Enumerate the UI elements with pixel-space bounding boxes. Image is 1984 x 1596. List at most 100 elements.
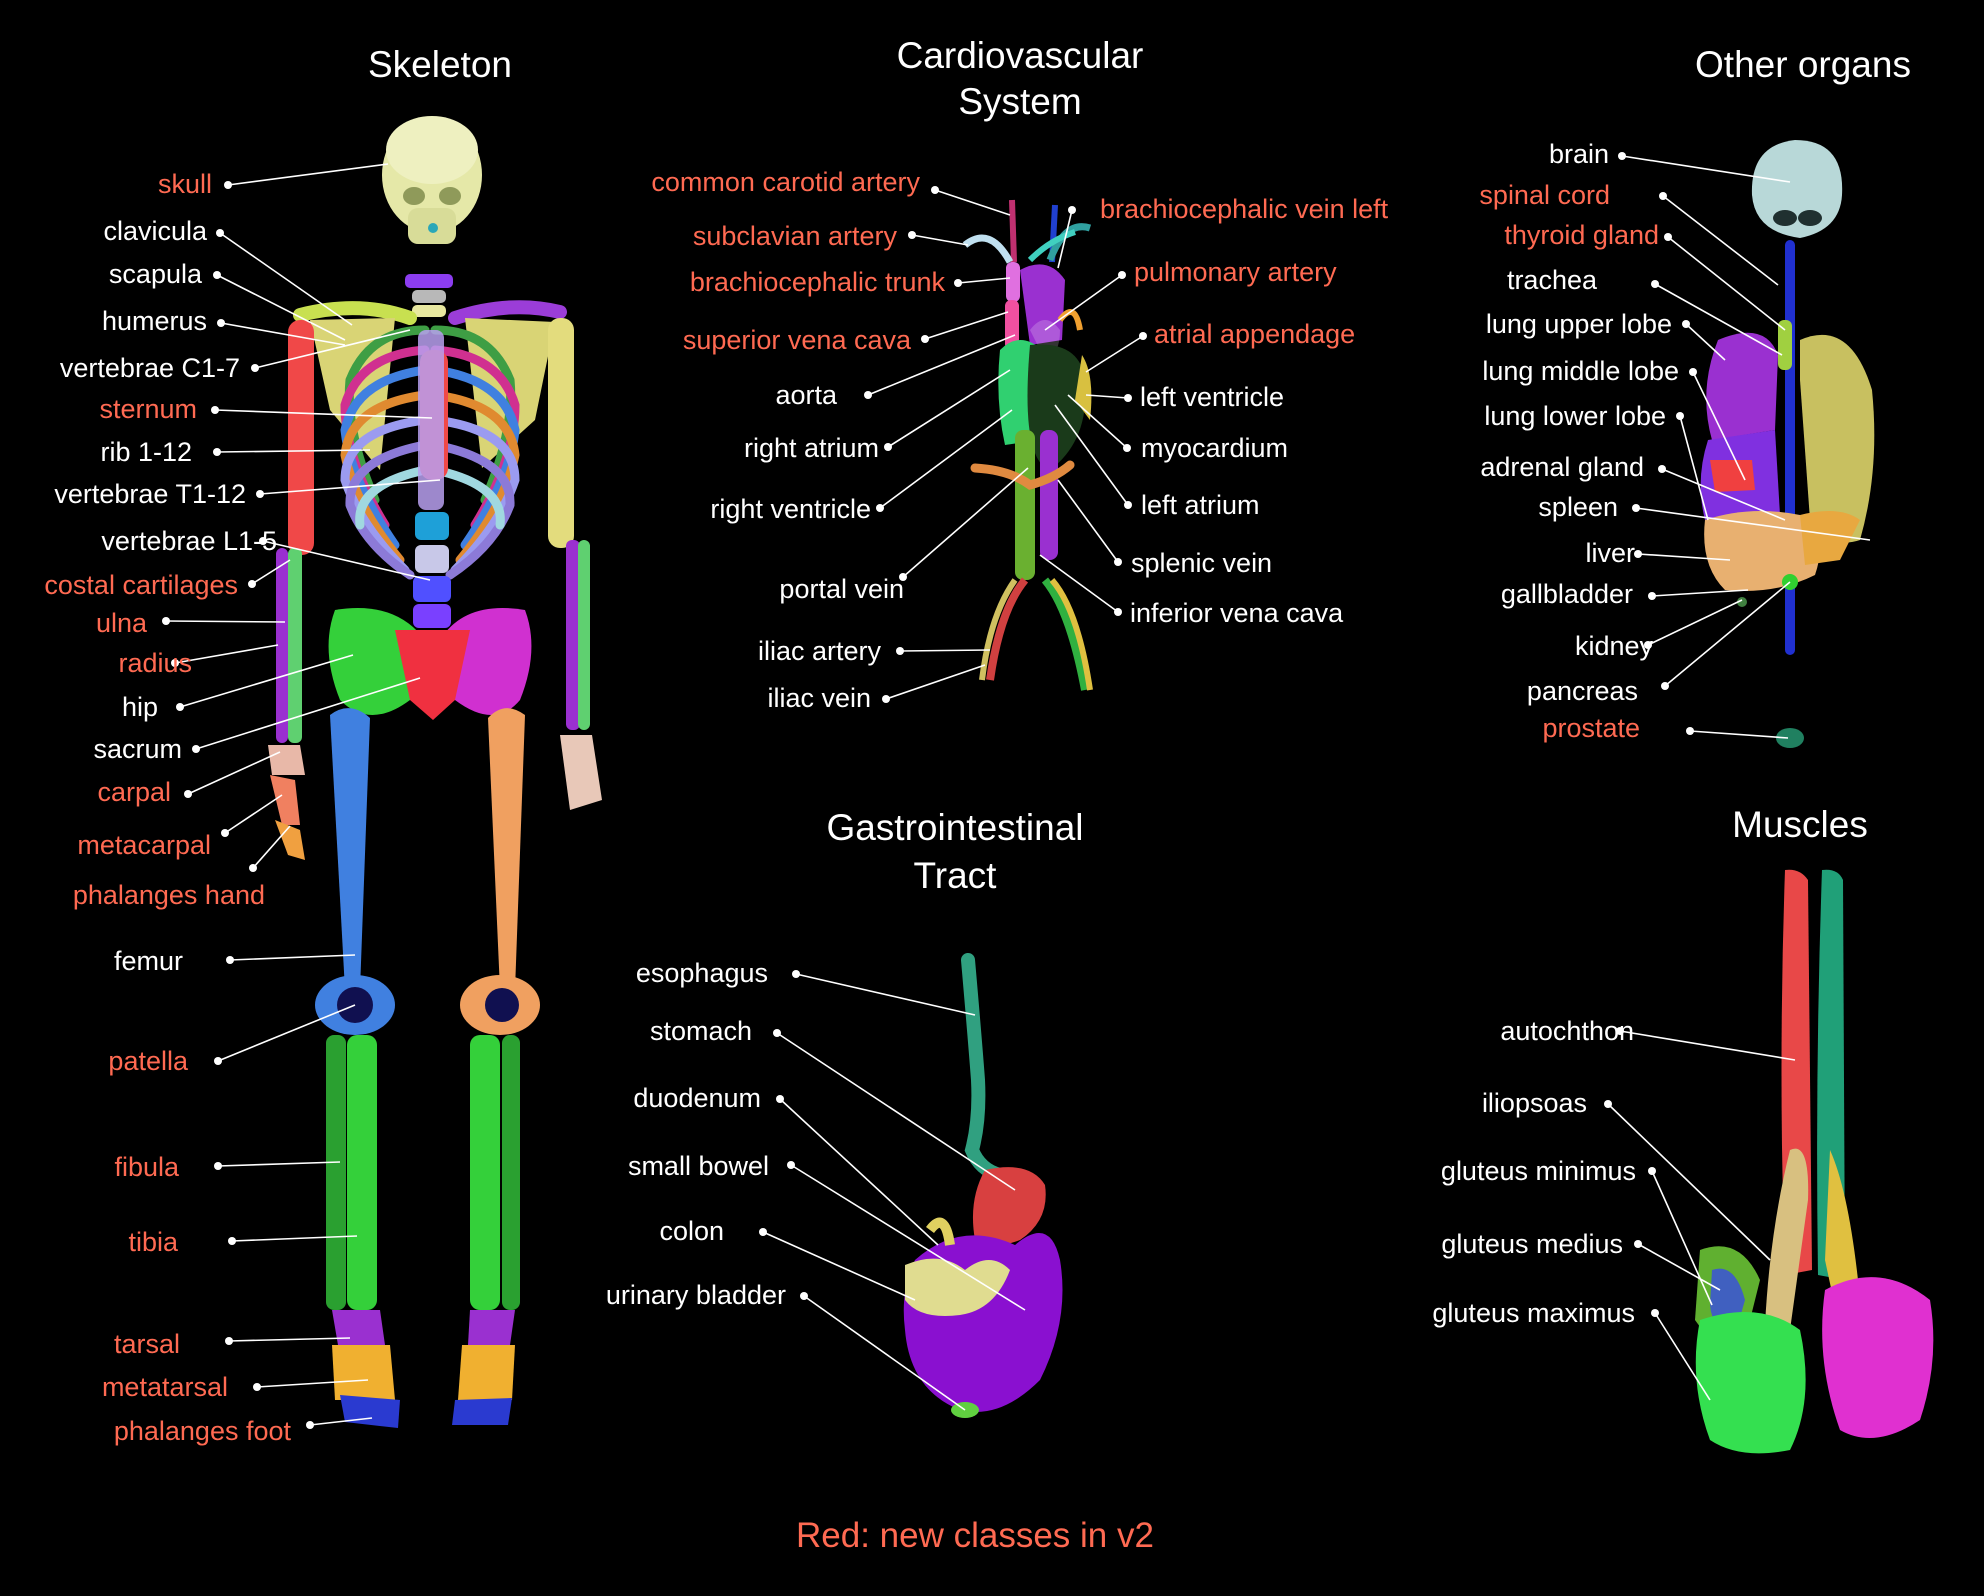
label-text: scapula (109, 259, 203, 289)
other-organs-illustration (1700, 140, 1875, 748)
leader-dot (1648, 592, 1656, 600)
leader-dot (776, 1095, 784, 1103)
skeleton-label-fibula: fibula (114, 1152, 341, 1182)
cardiovascular-label-pulmonary-artery: pulmonary artery (1044, 257, 1337, 331)
leader-dot (1651, 1309, 1659, 1317)
cardiovascular-label-splenic-vein: splenic vein (1057, 479, 1272, 578)
cardiovascular-label-superior-vena-cava: superior vena cava (683, 311, 1009, 355)
label-text: humerus (102, 306, 207, 336)
label-text: right atrium (744, 433, 879, 463)
other-organs-label-lung-middle-lobe: lung middle lobe (1482, 356, 1746, 481)
leader-line (1085, 394, 1129, 399)
leader-line (1689, 730, 1789, 739)
label-text: esophagus (636, 958, 768, 988)
leader-dot (225, 1337, 233, 1345)
skeleton-label-phalanges-hand: phalanges hand (73, 825, 291, 910)
cardiovascular-label-portal-vein: portal vein (779, 467, 1029, 604)
other-organs-label-gallbladder: gallbladder (1501, 579, 1749, 609)
label-text: femur (114, 946, 183, 976)
label-text: vertebrae C1-7 (60, 353, 240, 383)
gastrointestinal-label-esophagus: esophagus (636, 958, 976, 1016)
label-text: skull (158, 169, 212, 199)
leader-line (216, 274, 346, 341)
leader-line (224, 794, 283, 834)
leader-dot (192, 745, 200, 753)
leader-line (779, 1098, 939, 1246)
leader-line (1651, 589, 1749, 597)
cardiovascular-label-iliac-artery: iliac artery (758, 636, 991, 666)
leader-dot (908, 231, 916, 239)
leader-dot (226, 956, 234, 964)
leader-dot (773, 1029, 781, 1037)
leader-line (885, 664, 986, 700)
leader-line (1637, 553, 1731, 561)
leader-dot (224, 181, 232, 189)
gastrointestinal-label-colon: colon (659, 1216, 916, 1301)
label-text: common carotid artery (651, 167, 920, 197)
leader-line (227, 163, 389, 186)
label-text: iliopsoas (1482, 1088, 1587, 1118)
label-text: brachiocephalic vein left (1100, 194, 1389, 224)
leader-dot (1139, 332, 1147, 340)
leader-line (899, 649, 991, 652)
other-organs-label-liver: liver (1585, 538, 1731, 568)
label-text: trachea (1507, 265, 1598, 295)
skeleton-label-carpal: carpal (97, 751, 281, 807)
label-text: duodenum (633, 1083, 761, 1113)
gastrointestinal-label-stomach: stomach (650, 1016, 1016, 1191)
label-text: radius (118, 648, 192, 678)
leader-dot (1124, 394, 1132, 402)
leader-dot (228, 1237, 236, 1245)
skeleton-label-costal-cartilages: costal cartilages (44, 559, 291, 600)
label-text: lung lower lobe (1484, 401, 1666, 431)
leader-line (879, 409, 1013, 509)
other-organs-label-spleen: spleen (1538, 492, 1871, 541)
leader-line (251, 559, 291, 585)
leader-dot (251, 364, 259, 372)
other-organs-label-lung-upper-lobe: lung upper lobe (1486, 309, 1726, 361)
skeleton-label-ulna: ulna (96, 608, 286, 638)
skeleton-illustration (268, 116, 602, 1428)
leader-dot (1068, 206, 1076, 214)
label-text: gluteus maximus (1432, 1298, 1635, 1328)
cardiovascular-label-common-carotid-artery: common carotid artery (651, 167, 1011, 216)
gastrointestinal-illustration (903, 953, 1063, 1418)
leader-line (1039, 554, 1119, 613)
cardiovascular-title-line1: Cardiovascular (897, 35, 1144, 76)
leader-line (216, 449, 371, 453)
label-text: spleen (1538, 492, 1618, 522)
brain-shape (1751, 140, 1843, 238)
leader-dot (1114, 558, 1122, 566)
cardiovascular-label-left-ventricle: left ventricle (1085, 382, 1284, 412)
skeleton-label-sternum: sternum (99, 394, 433, 424)
skeleton-label-hip: hip (122, 654, 354, 722)
label-text: thyroid gland (1504, 220, 1659, 250)
leader-line (1054, 404, 1129, 506)
label-text: stomach (650, 1016, 752, 1046)
skeleton-label-metacarpal: metacarpal (77, 794, 283, 860)
label-text: urinary bladder (606, 1280, 786, 1310)
leader-line (214, 409, 433, 419)
leader-line (1654, 1312, 1711, 1401)
label-text: phalanges foot (114, 1416, 292, 1446)
leader-dot (1118, 271, 1126, 279)
muscles-label-gluteus-minimus: gluteus minimus (1441, 1156, 1713, 1306)
label-text: pulmonary artery (1134, 257, 1337, 287)
leader-dot (931, 186, 939, 194)
label-text: iliac artery (758, 636, 882, 666)
leader-line (1685, 323, 1726, 361)
label-text: lung middle lobe (1482, 356, 1679, 386)
label-text: gallbladder (1501, 579, 1633, 609)
skeleton-label-sacrum: sacrum (93, 677, 421, 764)
leader-dot (1686, 727, 1694, 735)
leader-dot (253, 1383, 261, 1391)
other-organs-label-trachea: trachea (1507, 265, 1783, 356)
cardiovascular-label-inferior-vena-cava: inferior vena cava (1039, 554, 1344, 628)
leader-dot (1632, 504, 1640, 512)
gastrointestinal-label-urinary-bladder: urinary bladder (606, 1280, 966, 1411)
leader-line (1661, 468, 1786, 521)
label-text: spinal cord (1479, 180, 1610, 210)
leader-line (309, 1417, 373, 1426)
label-text: gluteus minimus (1441, 1156, 1636, 1186)
leader-line (259, 479, 441, 495)
